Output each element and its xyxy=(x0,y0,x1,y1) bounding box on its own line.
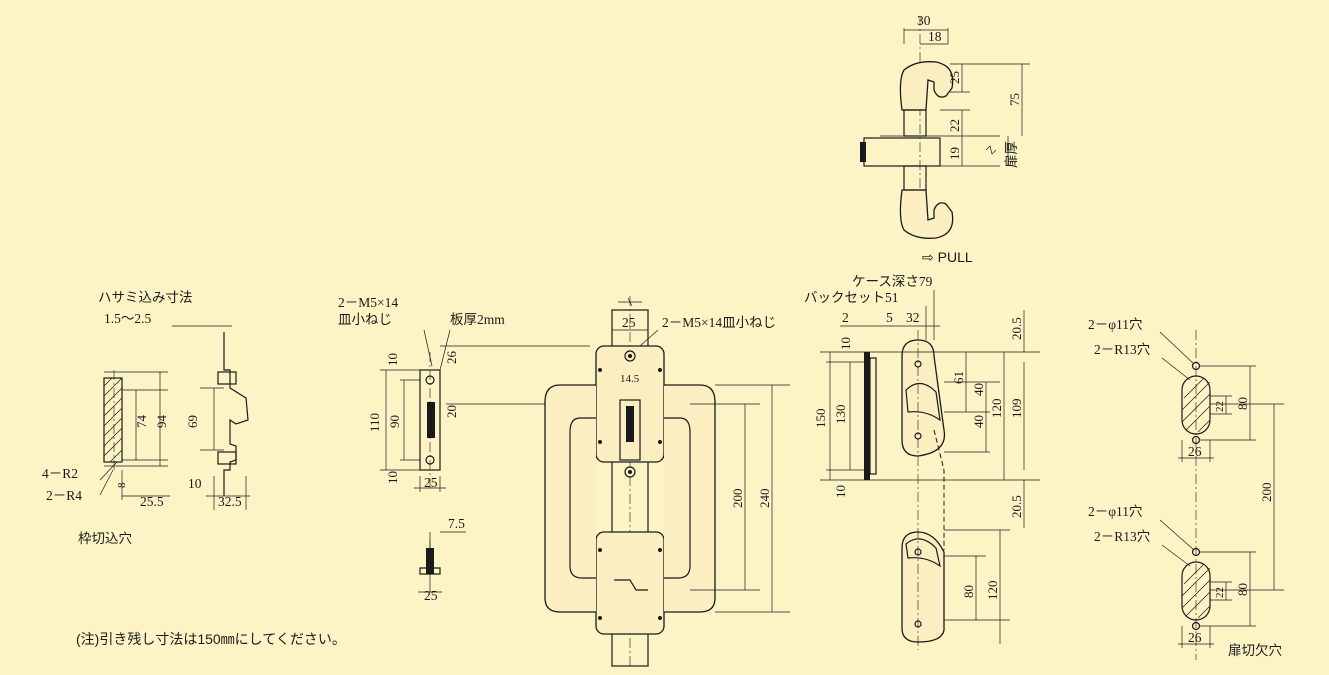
side-dim-150: 150 xyxy=(813,409,828,429)
pull-direction-label: ⇨ PULL xyxy=(922,249,973,265)
side-dim-10a: 10 xyxy=(838,337,853,350)
lock-case xyxy=(611,309,649,667)
dim-74: 74 xyxy=(134,415,149,429)
upper-oval-slot xyxy=(1181,375,1211,435)
spindle xyxy=(863,137,941,167)
front-dim-240: 240 xyxy=(757,489,772,509)
lower-hole-label: 2－φ11穴 xyxy=(1088,504,1143,519)
strike-plate-view: 2－M5×14 皿小ねじ 板厚2mm 10 26 110 90 20 10 25… xyxy=(338,295,590,603)
dim-25-5: 25.5 xyxy=(140,494,164,509)
clamp-title: ハサミ込み寸法 xyxy=(98,290,193,305)
side-view: ケース深さ79 バックセット51 2 5 32 10 150 130 10 xyxy=(804,274,1040,650)
strike-dim-25: 25 xyxy=(424,475,438,490)
dim-32-5: 32.5 xyxy=(218,494,242,509)
side-dim-10b: 10 xyxy=(833,485,848,498)
front-screw-label: 2－M5×14皿小ねじ xyxy=(662,315,776,330)
plate-thickness: 板厚2mm xyxy=(450,312,505,327)
frame-cutout-caption: 枠切込穴 xyxy=(78,531,132,546)
radius-2-r4: 2－R4 xyxy=(46,488,82,503)
lower-hole-bottom xyxy=(1191,621,1201,631)
strike-dim-10b: 10 xyxy=(385,471,400,484)
front-dim-200: 200 xyxy=(730,489,745,509)
side-dim-20-5b: 20.5 xyxy=(1009,495,1024,518)
case-depth: ケース深さ79 xyxy=(852,274,933,289)
side-dim-61: 61 xyxy=(951,371,966,384)
top-dim-30: 30 xyxy=(917,13,931,28)
top-dim-25: 25 xyxy=(947,71,962,84)
strike-screw-line1: 2－M5×14 xyxy=(338,295,398,310)
side-face-plate xyxy=(864,352,870,480)
clamp-range: 1.5～2.5 xyxy=(104,311,151,326)
handle-top xyxy=(899,61,954,111)
top-view: 30 18 25 75 22 19 扉厚 ⇨ PULL xyxy=(860,13,1030,265)
side-dim-109: 109 xyxy=(1009,399,1024,419)
door-cutout-view: 2－φ11穴 2－R13穴 2－φ11穴 2－R13穴 22 80 26 200… xyxy=(1088,317,1284,660)
strike-screw-line2: 皿小ねじ xyxy=(338,312,392,327)
side-dim-130: 130 xyxy=(833,405,848,425)
side-dim-120b: 120 xyxy=(985,581,1000,601)
side-handle-lower xyxy=(901,531,945,643)
frame-cutout-view: ハサミ込み寸法 1.5～2.5 74 94 8 4－R2 2－R4 25.5 6… xyxy=(42,290,250,546)
lower-hole-top xyxy=(1191,547,1201,557)
lower-oval-slot xyxy=(1181,561,1211,621)
dim-10: 10 xyxy=(188,476,202,491)
top-dim-18: 18 xyxy=(928,29,942,44)
strike-dim-10a: 10 xyxy=(385,353,400,366)
side-dim-120a: 120 xyxy=(989,399,1004,419)
frame-hatched-section xyxy=(103,377,123,463)
door-cutout-caption: 扉切欠穴 xyxy=(1228,643,1282,658)
side-dim-2: 2 xyxy=(842,310,849,325)
side-dim-20-5a: 20.5 xyxy=(1009,317,1024,340)
door-dim-26a: 26 xyxy=(1188,444,1202,459)
dim-94: 94 xyxy=(154,415,169,429)
dim-8: 8 xyxy=(116,482,128,488)
side-dim-5: 5 xyxy=(886,310,893,325)
front-dim-14-5: 14.5 xyxy=(620,373,640,385)
front-view: 25 2－M5×14皿小ねじ 14.5 200 240 xyxy=(544,296,790,668)
dim-69: 69 xyxy=(185,415,200,428)
lower-radius-label: 2－R13穴 xyxy=(1094,529,1150,544)
strike-dim-110: 110 xyxy=(367,413,382,432)
door-dim-26b: 26 xyxy=(1188,630,1202,645)
upper-hole-label: 2－φ11穴 xyxy=(1088,317,1143,332)
side-dim-80: 80 xyxy=(961,585,976,598)
side-dim-40a: 40 xyxy=(971,383,986,396)
side-dim-32: 32 xyxy=(906,310,920,325)
door-thickness: 扉厚 xyxy=(1004,141,1019,168)
side-handle-upper xyxy=(901,339,946,457)
top-dim-22: 22 xyxy=(947,119,962,132)
upper-radius-label: 2－R13穴 xyxy=(1094,342,1150,357)
upper-hole-top xyxy=(1191,361,1201,371)
backset: バックセット51 xyxy=(804,290,899,305)
door-dim-22a: 22 xyxy=(1214,401,1226,412)
strike-dim-20: 20 xyxy=(444,405,459,418)
handle-bottom xyxy=(899,189,954,239)
footnote: (注)引き残し寸法は150㎜にしてください。 xyxy=(76,631,346,647)
front-dim-25: 25 xyxy=(622,315,636,330)
door-dim-22b: 22 xyxy=(1214,587,1226,598)
door-dim-200: 200 xyxy=(1259,483,1274,503)
side-dim-40b: 40 xyxy=(971,415,986,428)
door-dim-80b: 80 xyxy=(1235,583,1250,596)
latch-dim-25: 25 xyxy=(424,588,438,603)
top-dim-19: 19 xyxy=(947,147,962,160)
door-dim-80a: 80 xyxy=(1235,397,1250,410)
top-dim-75: 75 xyxy=(1007,93,1022,106)
strike-dim-90: 90 xyxy=(387,415,402,428)
upper-escutcheon xyxy=(595,345,665,463)
radius-4-r2: 4－R2 xyxy=(42,466,78,481)
upper-hole-bottom xyxy=(1191,435,1201,445)
strike-dim-26: 26 xyxy=(444,351,459,365)
latch-dim-7-5: 7.5 xyxy=(448,516,465,531)
lower-escutcheon xyxy=(595,531,665,635)
